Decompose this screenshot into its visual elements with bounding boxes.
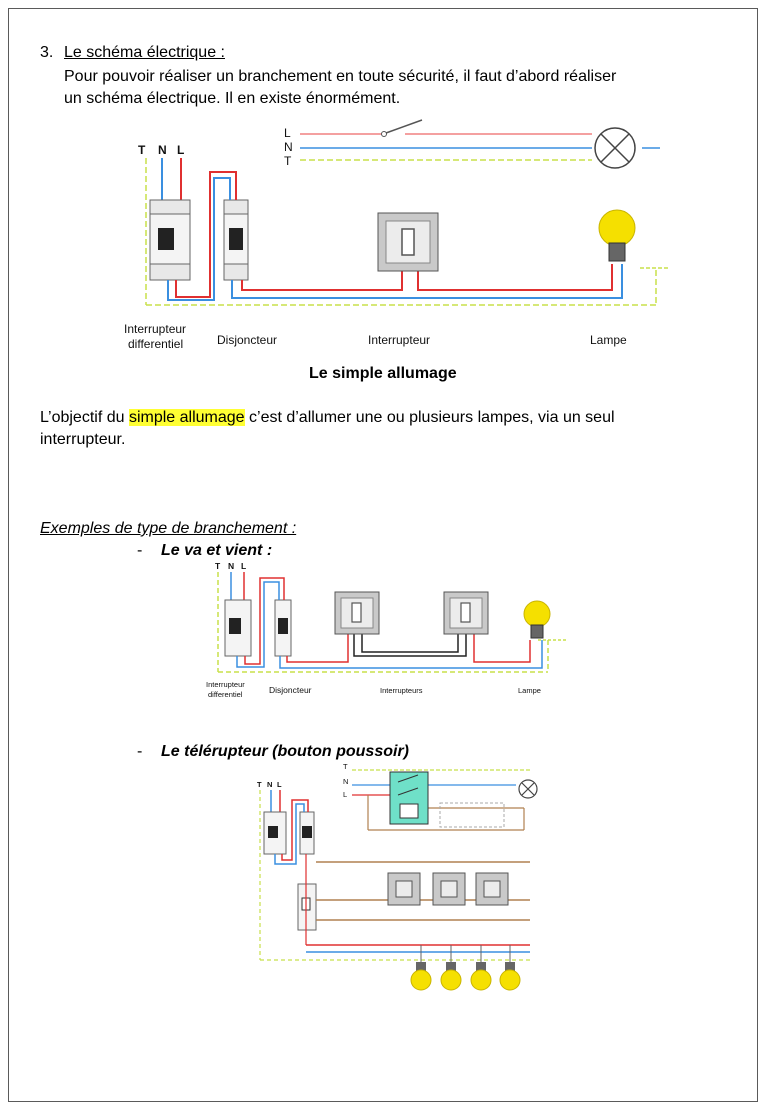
circuit-breaker-2 [274,599,292,657]
differential-switch-3 [263,811,287,855]
label2-interrupteur-diff-1: Interrupteur [206,680,245,689]
push-button-1 [387,872,421,906]
switch-symbol [381,119,423,137]
differential-switch-2 [224,599,252,657]
push-button-2 [432,872,466,906]
objective-suffix: c’est d’allumer une ou plusieurs lampes,… [244,409,615,426]
lamp-symbol [594,127,636,169]
label-lampe: Lampe [590,333,627,347]
label2-disjoncteur: Disjoncteur [269,685,312,695]
light-bulb-3c [470,945,492,991]
label-interrupteur: Interrupteur [368,333,431,347]
wire3-label-t: T [257,780,262,789]
objective-highlight: simple allumage [128,409,245,426]
telerupteur-module [297,883,317,931]
section-title: Le schéma électrique : [64,44,225,61]
top-wire-label-n: N [284,140,293,154]
differential-switch [149,199,191,281]
top3-label-t: T [343,762,348,771]
top3-label-n: N [343,777,349,786]
example-telerupteur: Le télérupteur (bouton poussoir) [161,743,409,760]
label2-interrupteurs: Interrupteurs [380,686,423,695]
examples-title: Exemples de type de branchement : [40,520,297,537]
light-bulb-3d [499,945,521,991]
push-button-3 [475,872,509,906]
wire3-label-l: L [277,780,282,789]
wire2-label-t: T [215,561,221,571]
wire3-label-n: N [267,780,273,789]
circuit-breaker-3 [299,811,315,855]
lamp-symbol-3 [518,779,538,799]
wire-label-t: T [138,143,146,157]
objective-line-1: L’objectif du simple allumage c’est d’al… [40,408,615,428]
label-interrupteur-diff-1: Interrupteur [124,322,187,336]
diagram-caption: Le simple allumage [309,365,457,382]
wire-label-n: N [158,143,167,157]
wire-label-l: L [177,143,185,157]
example-1-dash: - [137,542,143,559]
top-wire-label-t: T [284,154,292,168]
wall-switch [377,212,439,272]
objective-prefix: L’objectif du [40,409,129,426]
light-bulb-3a [410,945,432,991]
intro-line-1: Pour pouvoir réaliser un branchement en … [64,68,617,85]
label2-lampe: Lampe [518,686,541,695]
label-disjoncteur: Disjoncteur [217,333,278,347]
intro-line-2: un schéma électrique. Il en existe énorm… [64,90,401,107]
light-bulb-2 [523,600,551,639]
wall-switch-2b [443,591,489,635]
top-wire-label-l: L [284,126,291,140]
example-2-dash: - [137,743,143,760]
wire2-label-l: L [241,561,247,571]
label2-interrupteur-diff-2: differentiel [208,690,243,699]
objective-line-2: interrupteur. [40,431,126,448]
top3-label-l: L [343,790,348,799]
example-va-et-vient: Le va et vient : [161,542,273,559]
light-bulb-3b [440,945,462,991]
page-frame [8,8,758,1102]
light-bulb [598,209,636,262]
label-interrupteur-diff-2: differentiel [128,337,184,351]
telerupteur-relay [389,771,429,825]
wire2-label-n: N [228,561,235,571]
section-number: 3. [40,44,54,61]
wall-switch-2a [334,591,380,635]
